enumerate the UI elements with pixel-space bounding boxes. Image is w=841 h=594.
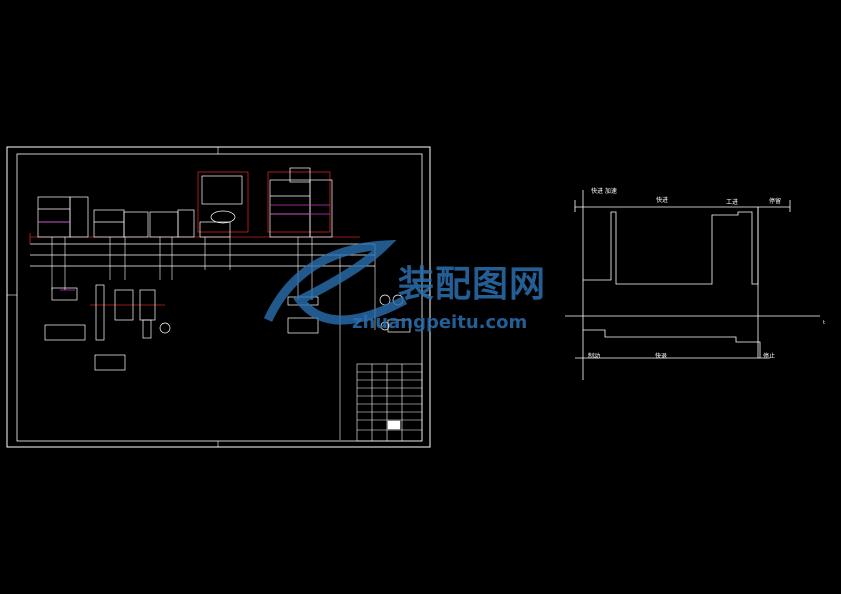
watermark-en: zhuangpeitu.com xyxy=(352,312,528,333)
red-lines xyxy=(29,171,360,306)
magenta-lines xyxy=(38,204,330,291)
valve-blocks xyxy=(37,167,333,238)
connection-lines xyxy=(51,237,376,440)
timing-label-bottom-2: 快退 xyxy=(655,353,668,360)
timing-label-bottom-3: 停止 xyxy=(763,353,776,360)
sheet-inner-frame xyxy=(16,153,423,442)
timing-label-top-4: 停留 xyxy=(769,198,782,205)
timing-label-bottom-1: 制动 xyxy=(588,353,601,360)
timing-diagram xyxy=(565,190,820,380)
title-block xyxy=(356,363,423,442)
timing-axis-label: t xyxy=(823,320,825,326)
timing-label-top-1: 快进 加速 xyxy=(591,188,617,195)
watermark-cn: 装配图网 xyxy=(398,264,547,305)
timing-label-top-2: 快进 xyxy=(656,197,669,204)
sheet-outer-frame xyxy=(6,146,431,448)
timing-label-top-3: 工进 xyxy=(726,199,739,206)
watermark-logo xyxy=(263,239,408,325)
